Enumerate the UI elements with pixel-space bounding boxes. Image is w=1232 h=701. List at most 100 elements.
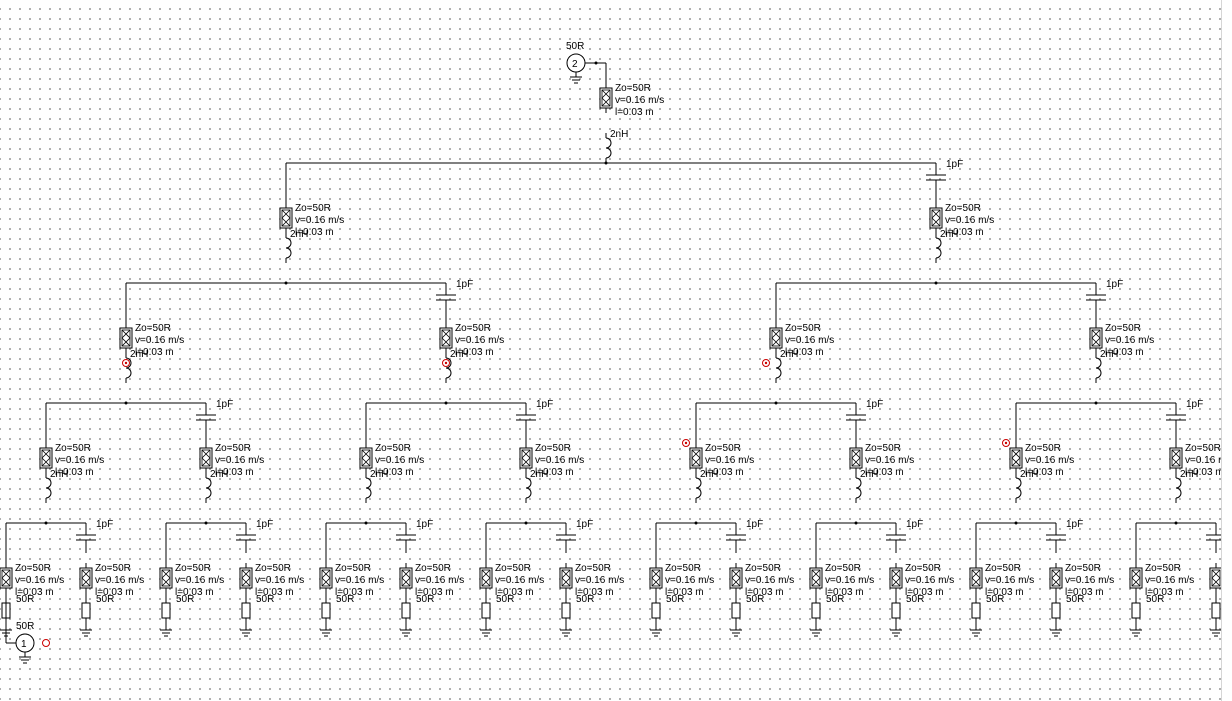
- capacitor[interactable]: 1pF: [1046, 519, 1083, 553]
- resistor-body: [401, 602, 411, 619]
- inductor[interactable]: 2nH: [525, 469, 548, 503]
- load-resistor[interactable]: 50R: [1130, 593, 1164, 637]
- tline-velocity-label: v=0.16 m/s: [665, 575, 714, 586]
- transmission-line-hatch: [1051, 569, 1061, 587]
- capacitor-value-label: 1pF: [216, 399, 233, 410]
- junction-dot: [934, 281, 938, 285]
- inductor[interactable]: 2nH: [205, 469, 228, 503]
- load-resistor[interactable]: 50R: [730, 593, 764, 637]
- capacitor[interactable]: 1pF: [76, 519, 113, 553]
- inductor[interactable]: 2nH: [695, 469, 718, 503]
- load-resistor[interactable]: 50R: [810, 593, 844, 637]
- tline-length-label: l=0.03 m: [495, 587, 534, 598]
- load-resistor[interactable]: 50R: [1050, 593, 1084, 637]
- resistor-body: [891, 602, 901, 619]
- tline-impedance-label: Zo=50R: [495, 563, 531, 574]
- inductor[interactable]: 2nH: [45, 469, 68, 503]
- inductor[interactable]: 2nH: [365, 469, 388, 503]
- capacitor[interactable]: 1pF: [396, 519, 433, 553]
- capacitor[interactable]: 1pF: [726, 519, 763, 553]
- inductor[interactable]: 2nH: [285, 229, 308, 263]
- load-resistor[interactable]: 50R: [320, 593, 354, 637]
- inductor[interactable]: 2nH: [775, 349, 798, 383]
- capacitor[interactable]: 1pF: [846, 399, 883, 433]
- tline-velocity-label: v=0.16 m/s: [1065, 575, 1114, 586]
- capacitor[interactable]: 1pF: [1086, 279, 1123, 313]
- ground-icon: [1050, 629, 1062, 637]
- capacitor-value-label: 1pF: [866, 399, 883, 410]
- capacitor[interactable]: 1pF: [556, 519, 593, 553]
- tline-impedance-label: Zo=50R: [295, 203, 331, 214]
- node-marker-ring: [122, 359, 130, 367]
- load-resistor[interactable]: 50R: [160, 593, 194, 637]
- inductor[interactable]: 2nH: [855, 469, 878, 503]
- load-resistor[interactable]: 50R: [650, 593, 684, 637]
- capacitor[interactable]: 1pF: [236, 519, 273, 553]
- capacitor[interactable]: 1pF: [196, 399, 233, 433]
- load-resistor[interactable]: 50R: [240, 593, 274, 637]
- inductor[interactable]: 2nH: [445, 349, 468, 383]
- capacitor-value-label: 1pF: [256, 519, 273, 530]
- inductor[interactable]: 2nH: [1175, 469, 1198, 503]
- load-resistor[interactable]: 50R: [970, 593, 1004, 637]
- load-resistor[interactable]: 50R: [890, 593, 924, 637]
- load-resistor[interactable]: 50R: [480, 593, 514, 637]
- load-resistor[interactable]: 50R: [400, 593, 434, 637]
- capacitor[interactable]: 1pF: [516, 399, 553, 433]
- capacitor[interactable]: 1pF: [886, 519, 923, 553]
- tline-impedance-label: Zo=50R: [255, 563, 291, 574]
- capacitor[interactable]: 1pF: [926, 159, 963, 193]
- tline-length-label: l=0.03 m: [945, 227, 984, 238]
- load-resistor[interactable]: 50R: [560, 593, 594, 637]
- capacitor[interactable]: 1pF: [436, 279, 473, 313]
- inductor[interactable]: 2nH: [125, 349, 148, 383]
- capacitor-value-label: 1pF: [576, 519, 593, 530]
- inductor[interactable]: 2nH: [1015, 469, 1038, 503]
- resistor-body: [731, 602, 741, 619]
- inductor[interactable]: 2nH: [605, 129, 628, 163]
- junction-dot: [444, 401, 448, 405]
- capacitor[interactable]: 1pF: [1166, 399, 1203, 433]
- inductor[interactable]: 2nH: [1095, 349, 1118, 383]
- load-resistor[interactable]: 50R: [80, 593, 114, 637]
- capacitor-value-label: 1pF: [1066, 519, 1083, 530]
- inductor-coil: [1175, 477, 1182, 499]
- inductor[interactable]: 2nH: [935, 229, 958, 263]
- transmission-line-hatch: [811, 569, 821, 587]
- transmission-line-hatch: [601, 89, 611, 107]
- tline-velocity-label: v=0.16 m/s: [415, 575, 464, 586]
